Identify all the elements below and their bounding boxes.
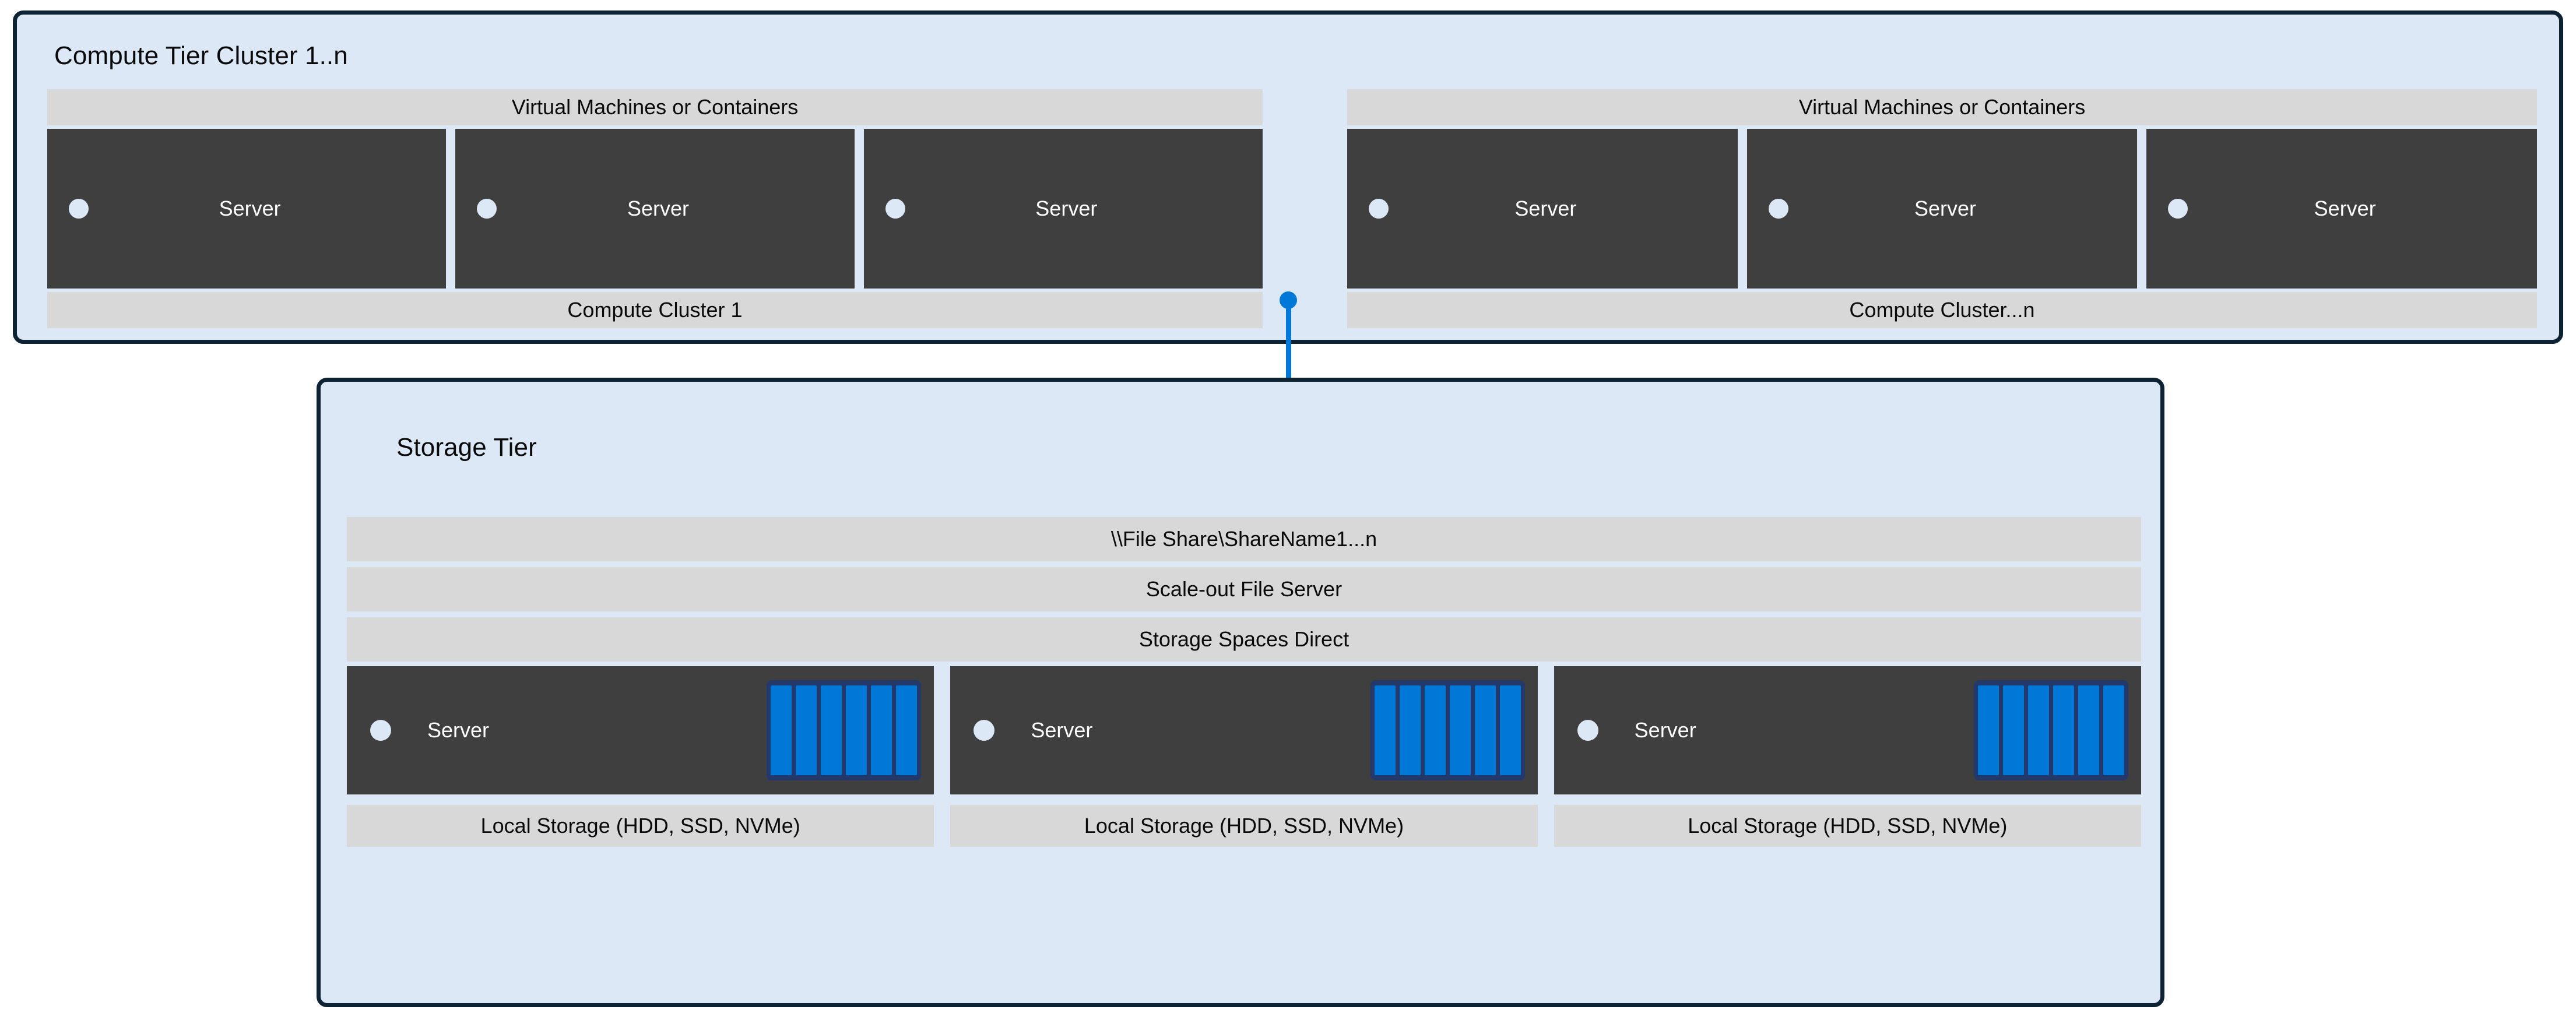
disk-icon (771, 685, 792, 775)
compute-server[interactable]: Server (863, 129, 1263, 289)
storage-node[interactable]: Server Local Storage (HDD, SSD, NVMe) (347, 666, 934, 963)
disk-icon (2002, 685, 2024, 775)
server-label: Server (1914, 196, 1977, 220)
disk-icon (2103, 685, 2124, 775)
compute-server[interactable]: Server (455, 129, 855, 289)
server-label: Server (427, 718, 490, 742)
storage-node-row: Server Local Storage (HDD, SSD, NVMe) (347, 666, 2141, 963)
disk-icon (1449, 685, 1471, 775)
compute-cluster-1: Virtual Machines or Containers Server Se… (47, 89, 1263, 328)
compute-cluster-1-header: Virtual Machines or Containers (47, 89, 1263, 125)
server-label: Server (1634, 718, 1696, 742)
scale-out-file-server-layer-bar: Scale-out File Server (347, 567, 2141, 611)
file-share-layer-bar: \\File Share\ShareName1...n (347, 517, 2141, 561)
compute-cluster-1-server-row: Server Server Server (47, 129, 1263, 289)
server-label: Server (1035, 196, 1098, 220)
local-storage-label: Local Storage (HDD, SSD, NVMe) (1554, 805, 2141, 847)
disk-icon (796, 685, 817, 775)
disk-icon (1424, 685, 1446, 775)
compute-tier-title: Compute Tier Cluster 1..n (54, 41, 348, 70)
status-dot-icon (2168, 199, 2188, 219)
disk-icon (2027, 685, 2049, 775)
disk-icon (896, 685, 918, 775)
disk-array-icon (767, 680, 922, 780)
status-dot-icon (1369, 199, 1389, 219)
disk-icon (1977, 685, 1999, 775)
disk-icon (2078, 685, 2099, 775)
server-label: Server (627, 196, 689, 220)
compute-tier-panel: Compute Tier Cluster 1..n Virtual Machin… (13, 10, 2563, 344)
storage-server-body[interactable]: Server (1554, 666, 2141, 794)
compute-server[interactable]: Server (47, 129, 447, 289)
storage-node[interactable]: Server Local Storage (HDD, SSD, NVMe) (950, 666, 1538, 963)
compute-server[interactable]: Server (1347, 129, 1738, 289)
disk-icon (821, 685, 842, 775)
status-dot-icon (1768, 199, 1788, 219)
disk-icon (846, 685, 867, 775)
status-dot-icon (370, 720, 391, 741)
server-label: Server (2314, 196, 2376, 220)
disk-icon (1499, 685, 1521, 775)
disk-icon (1399, 685, 1421, 775)
storage-server-body[interactable]: Server (347, 666, 934, 794)
local-storage-label: Local Storage (HDD, SSD, NVMe) (950, 805, 1538, 847)
disk-array-icon (1973, 680, 2128, 780)
storage-node[interactable]: Server Local Storage (HDD, SSD, NVMe) (1554, 666, 2141, 963)
disk-icon (871, 685, 892, 775)
disk-icon (2053, 685, 2074, 775)
compute-cluster-n-server-row: Server Server Server (1347, 129, 2538, 289)
server-label: Server (1514, 196, 1577, 220)
compute-server[interactable]: Server (2146, 129, 2538, 289)
server-label: Server (1031, 718, 1093, 742)
compute-cluster-n-header: Virtual Machines or Containers (1347, 89, 2537, 125)
status-dot-icon (974, 720, 995, 741)
status-dot-icon (477, 199, 497, 219)
storage-tier-panel: Storage Tier \\File Share\ShareName1...n… (317, 378, 2164, 1007)
status-dot-icon (885, 199, 905, 219)
server-label: Server (219, 196, 281, 220)
compute-server[interactable]: Server (1746, 129, 2138, 289)
compute-cluster-n-footer: Compute Cluster...n (1347, 292, 2537, 328)
local-storage-label: Local Storage (HDD, SSD, NVMe) (347, 805, 934, 847)
disk-icon (1474, 685, 1496, 775)
storage-spaces-direct-layer-bar: Storage Spaces Direct (347, 617, 2141, 662)
disk-icon (1374, 685, 1396, 775)
status-dot-icon (1577, 720, 1598, 741)
status-dot-icon (69, 199, 89, 219)
storage-tier-title: Storage Tier (396, 433, 537, 462)
compute-cluster-n: Virtual Machines or Containers Server Se… (1347, 89, 2538, 328)
disk-array-icon (1370, 680, 1525, 780)
connector-line (1286, 299, 1291, 436)
storage-server-body[interactable]: Server (950, 666, 1538, 794)
compute-cluster-1-footer: Compute Cluster 1 (47, 292, 1263, 328)
